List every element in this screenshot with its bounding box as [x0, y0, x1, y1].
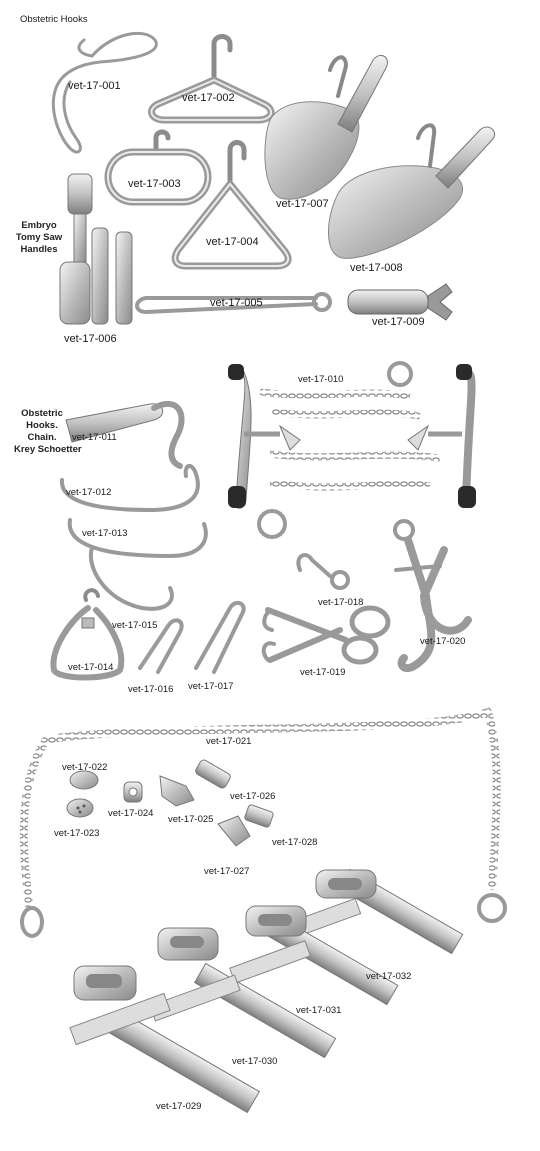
clamps — [69, 868, 464, 1114]
small-parts — [66, 759, 274, 847]
label-vet-17-029: vet-17-029 — [156, 1101, 202, 1112]
label-vet-17-024: vet-17-024 — [108, 808, 154, 819]
label-vet-17-010: vet-17-010 — [298, 374, 344, 385]
vet-17-020-tongs — [393, 519, 472, 673]
label-vet-17-032: vet-17-032 — [366, 971, 412, 982]
label-vet-17-022: vet-17-022 — [62, 762, 108, 773]
label-vet-17-007: vet-17-007 — [276, 198, 329, 210]
label-vet-17-019: vet-17-019 — [300, 667, 346, 678]
label-vet-17-018: vet-17-018 — [318, 597, 364, 608]
label-vet-17-012: vet-17-012 — [66, 487, 112, 498]
label-vet-17-030: vet-17-030 — [232, 1056, 278, 1067]
vet-17-001-hook — [51, 31, 158, 154]
vet-17-009-cylinder — [347, 283, 453, 321]
label-vet-17-005: vet-17-005 — [210, 297, 263, 309]
vet-17-010-chain — [228, 361, 476, 539]
section-title-krey-line3: Chain. — [27, 432, 57, 443]
label-vet-17-025: vet-17-025 — [168, 814, 214, 825]
vet-17-021-chain — [19, 706, 507, 938]
section-title-embryo-line2: Tomy Saw — [15, 232, 63, 243]
vet-17-002-hook — [148, 34, 275, 124]
label-vet-17-003: vet-17-003 — [128, 178, 181, 190]
label-vet-17-016: vet-17-016 — [128, 684, 174, 695]
label-vet-17-009: vet-17-009 — [372, 316, 425, 328]
section-title-obstetric-hooks: Obstetric Hooks — [20, 14, 88, 25]
vet-17-004-hook — [171, 140, 292, 270]
section-title-embryo-line3: Handles — [20, 244, 58, 255]
section-title-krey-line1: Obstetric — [21, 408, 63, 419]
vet-17-003-hook — [104, 129, 212, 206]
vet-17-014-hook — [50, 588, 125, 681]
label-vet-17-004: vet-17-004 — [206, 236, 259, 248]
label-vet-17-023: vet-17-023 — [54, 828, 100, 839]
label-vet-17-013: vet-17-013 — [82, 528, 128, 539]
vet-17-005-pin — [135, 292, 332, 314]
label-vet-17-008: vet-17-008 — [350, 262, 403, 274]
section-title-krey: Obstetric Hooks. Chain. Krey Schoetter — [14, 408, 82, 456]
label-vet-17-021: vet-17-021 — [206, 736, 252, 747]
vet-17-007-spoon — [264, 54, 388, 200]
label-vet-17-001: vet-17-001 — [68, 80, 121, 92]
u-hooks — [138, 600, 246, 674]
vet-17-008-spoon — [327, 123, 496, 259]
section-title-embryo: Embryo Tomy Saw Handles — [14, 220, 64, 256]
label-vet-17-002: vet-17-002 — [182, 92, 235, 104]
label-vet-17-014: vet-17-014 — [68, 662, 114, 673]
label-vet-17-006: vet-17-006 — [64, 333, 117, 345]
label-vet-17-026: vet-17-026 — [230, 791, 276, 802]
section-title-krey-line4: Krey Schoetter — [14, 444, 82, 455]
s-hooks — [59, 464, 208, 611]
vet-17-006-handles — [59, 173, 133, 325]
label-vet-17-031: vet-17-031 — [296, 1005, 342, 1016]
section-title-embryo-line1: Embryo — [21, 220, 57, 231]
vet-17-018-hook — [296, 553, 350, 590]
vet-17-019-hook — [261, 605, 391, 665]
label-vet-17-017: vet-17-017 — [188, 681, 234, 692]
section-title-krey-line2: Hooks. — [26, 420, 58, 431]
label-vet-17-027: vet-17-027 — [204, 866, 250, 877]
label-vet-17-020: vet-17-020 — [420, 636, 466, 647]
label-vet-17-015: vet-17-015 — [112, 620, 158, 631]
label-vet-17-011: vet-17-011 — [72, 432, 117, 443]
vet-17-011-hook — [65, 400, 185, 469]
label-vet-17-028: vet-17-028 — [272, 837, 318, 848]
